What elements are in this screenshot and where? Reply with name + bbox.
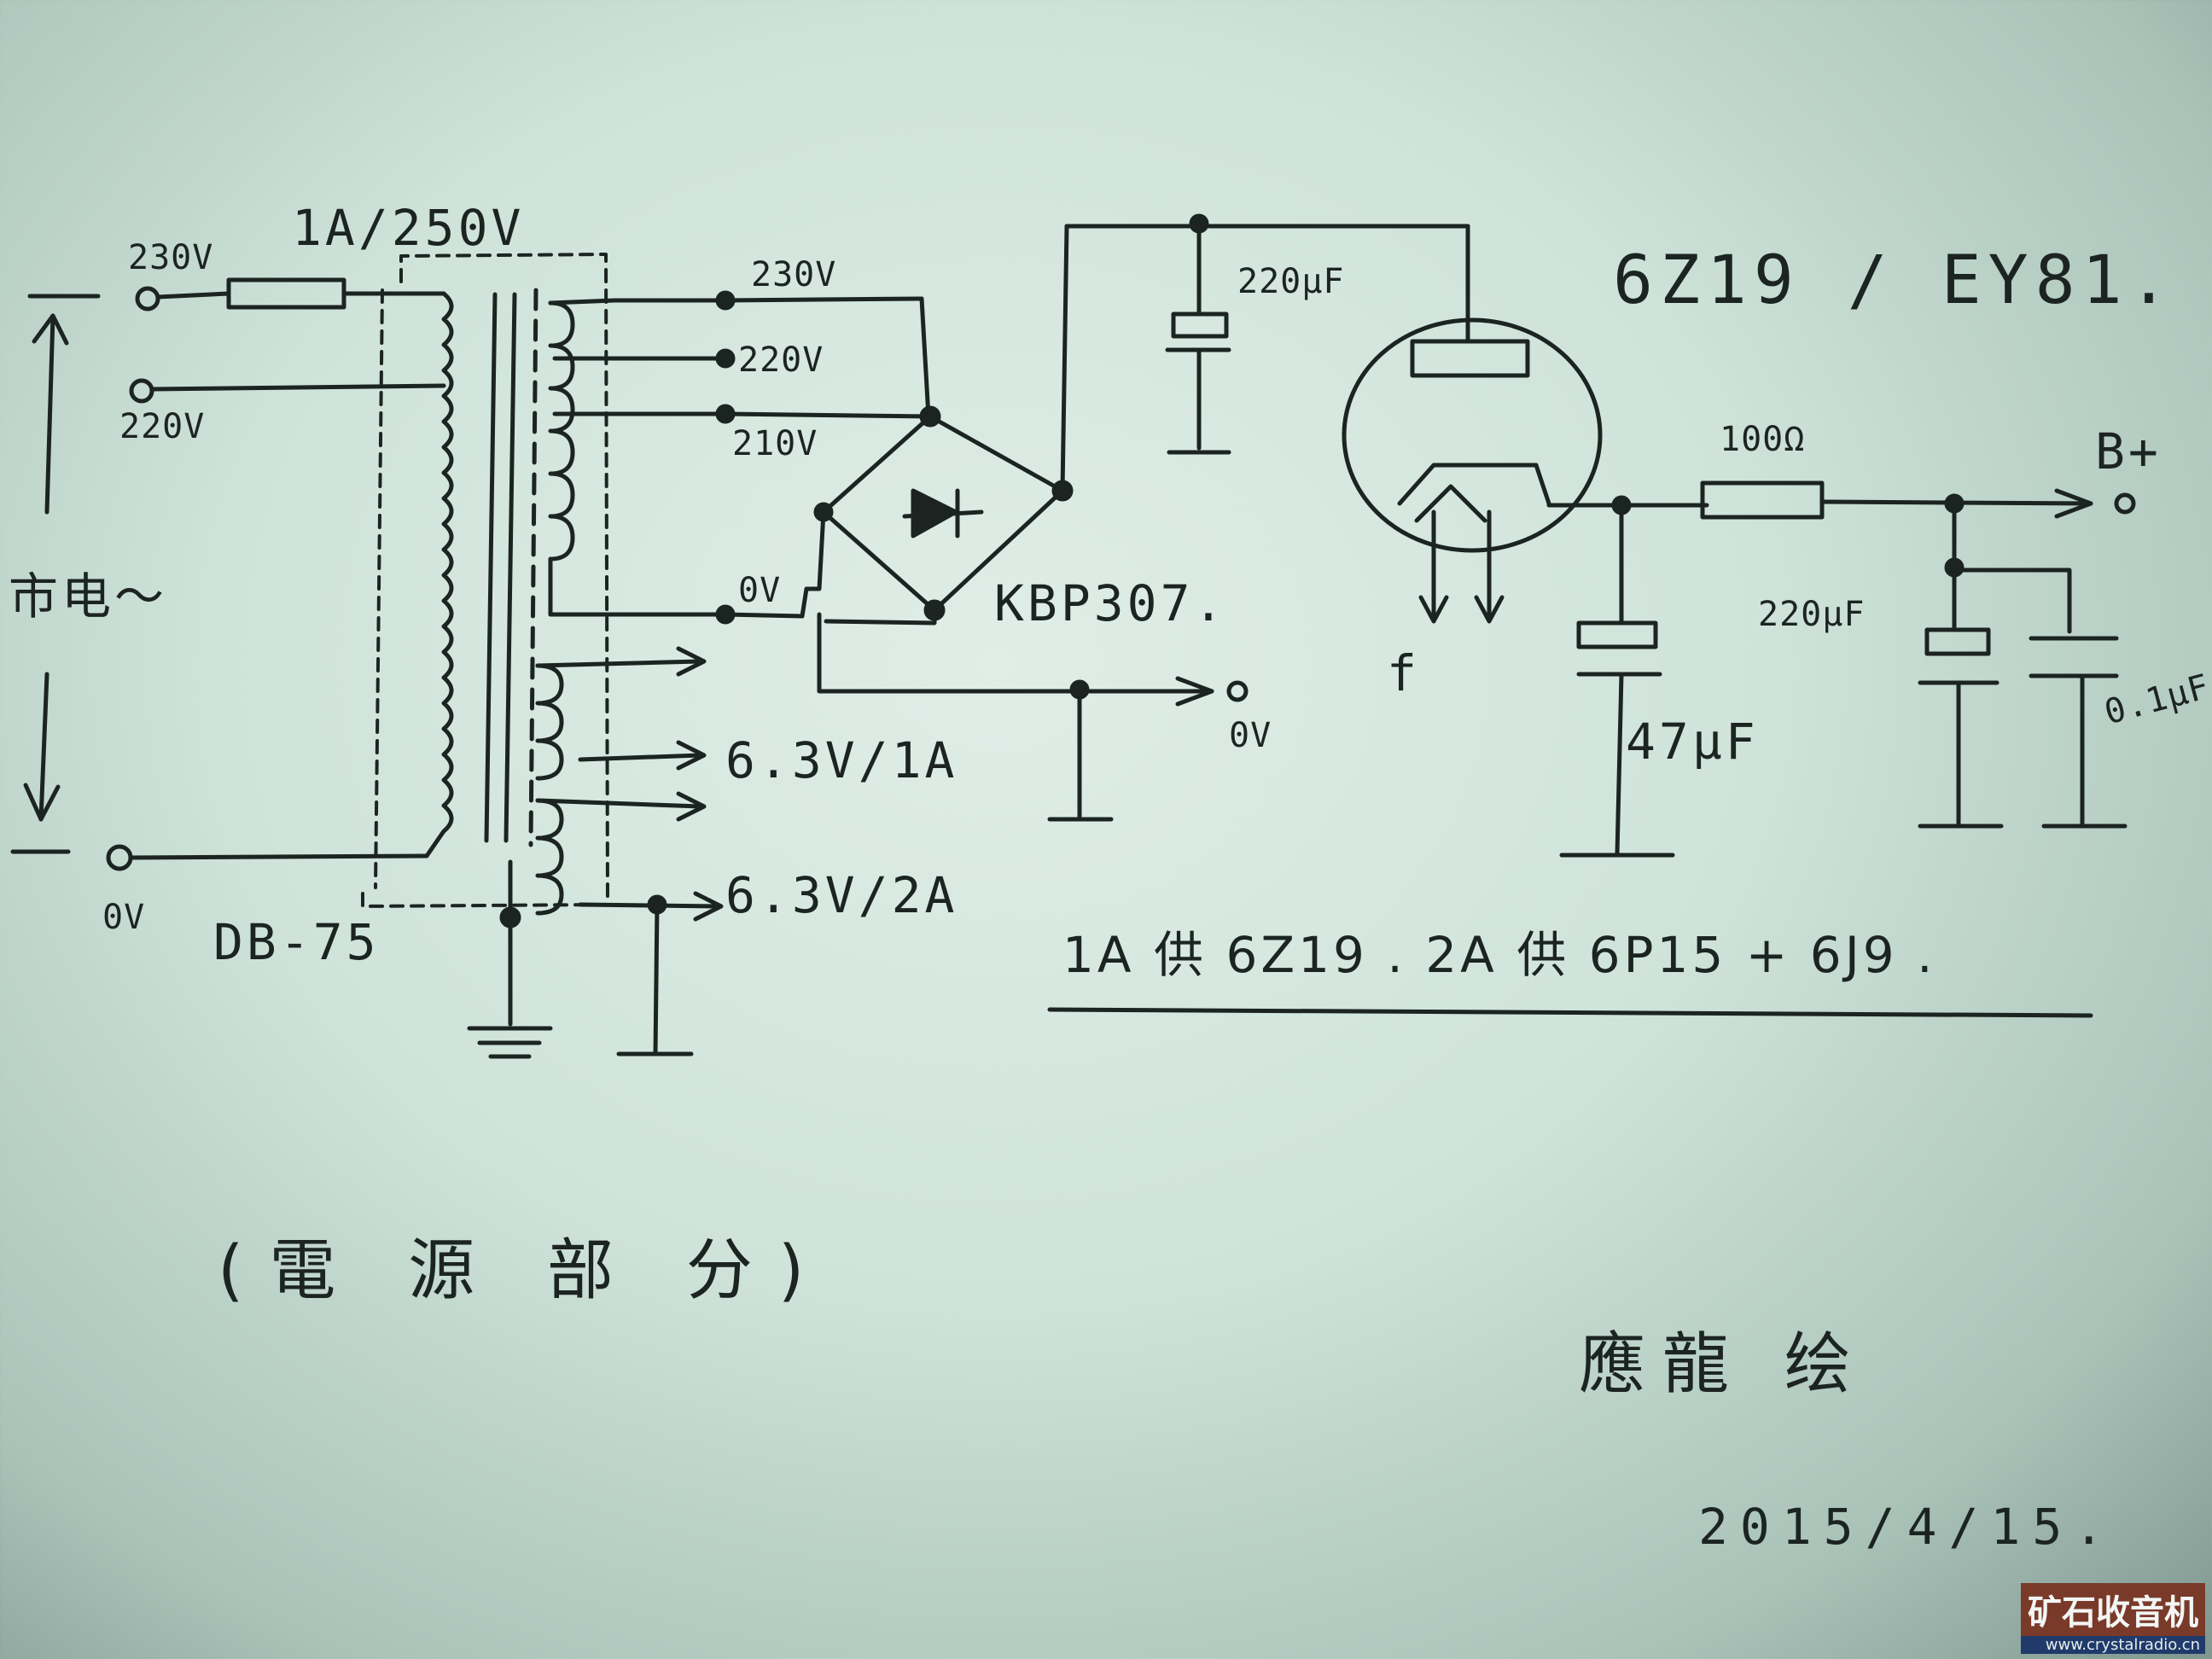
cap-top bbox=[1171, 311, 1229, 339]
mains-arrow-up bbox=[44, 313, 55, 515]
secondary-coil bbox=[548, 300, 575, 617]
heater-coil-1 bbox=[535, 663, 564, 781]
cap-out bbox=[1924, 627, 1991, 656]
shield-dash bbox=[528, 288, 538, 847]
heater-winding-1: 6.3V/1A bbox=[725, 731, 958, 789]
heater-winding-2: 6.3V/2A bbox=[725, 866, 958, 924]
heater-note: 1A 供 6Z19 . 2A 供 6P15 + 6J9 . bbox=[1062, 926, 1936, 984]
tube-anode bbox=[1410, 339, 1530, 378]
section-caption: (電 源 部 分) bbox=[218, 1232, 830, 1309]
primary-tap-0: 0V bbox=[102, 898, 146, 937]
transformer-model: DB-75 bbox=[213, 913, 380, 971]
cap-out-label: 220μF bbox=[1758, 595, 1866, 634]
tap-220-terminal bbox=[129, 378, 154, 404]
note-underline bbox=[1047, 1007, 2093, 1018]
tube-cathode bbox=[1397, 463, 1551, 506]
filament-label: f bbox=[1387, 644, 1420, 702]
cap-mid-label: 47μF bbox=[1626, 713, 1759, 771]
watermark-site-name: 矿石收音机 bbox=[2021, 1583, 2205, 1636]
tap-230-terminal bbox=[135, 286, 160, 311]
bplus-label: B+ bbox=[2095, 422, 2162, 480]
primary-coil bbox=[424, 291, 454, 859]
rectifier-tube bbox=[1342, 317, 1603, 553]
fuse bbox=[226, 277, 346, 310]
fuse-rating: 1A/250V bbox=[292, 199, 525, 257]
resistor-label: 100Ω bbox=[1720, 420, 1806, 459]
tap-0-terminal bbox=[106, 844, 133, 871]
watermark-url: www.crystalradio.cn bbox=[2021, 1636, 2205, 1654]
shield-box bbox=[361, 253, 609, 908]
bplus-terminal bbox=[2114, 492, 2136, 515]
core-line-1 bbox=[484, 292, 498, 843]
core-line-2 bbox=[504, 292, 517, 843]
mains-label: 市电～ bbox=[9, 568, 168, 626]
drawing-date: 2015/4/15. bbox=[1698, 1498, 2116, 1556]
mains-arrow-up-head bbox=[32, 313, 69, 346]
site-watermark: 矿石收音机 www.crystalradio.cn bbox=[2021, 1583, 2205, 1654]
rectifier-label: KBP307. bbox=[994, 574, 1227, 632]
resistor bbox=[1700, 480, 1825, 520]
ground-out-terminal bbox=[1226, 680, 1249, 702]
cap-top-label: 220μF bbox=[1237, 262, 1345, 301]
mains-arrow-down bbox=[38, 672, 49, 822]
primary-tap-220: 220V bbox=[119, 407, 206, 446]
signature: 應龍 绘 bbox=[1579, 1326, 1868, 1403]
heater-coil-2 bbox=[535, 798, 564, 916]
diode-symbol bbox=[911, 488, 958, 538]
secondary-tap-0: 0V bbox=[738, 571, 782, 610]
mains-arrow-down-head bbox=[23, 783, 61, 822]
secondary-tap-210: 210V bbox=[732, 424, 818, 463]
ground-out-label: 0V bbox=[1229, 716, 1272, 755]
secondary-tap-230: 230V bbox=[751, 255, 837, 294]
tube-title: 6Z19 / EY81. bbox=[1613, 242, 2176, 319]
cap-mid bbox=[1576, 620, 1658, 649]
secondary-tap-220: 220V bbox=[738, 341, 824, 380]
primary-tap-230: 230V bbox=[128, 238, 214, 277]
